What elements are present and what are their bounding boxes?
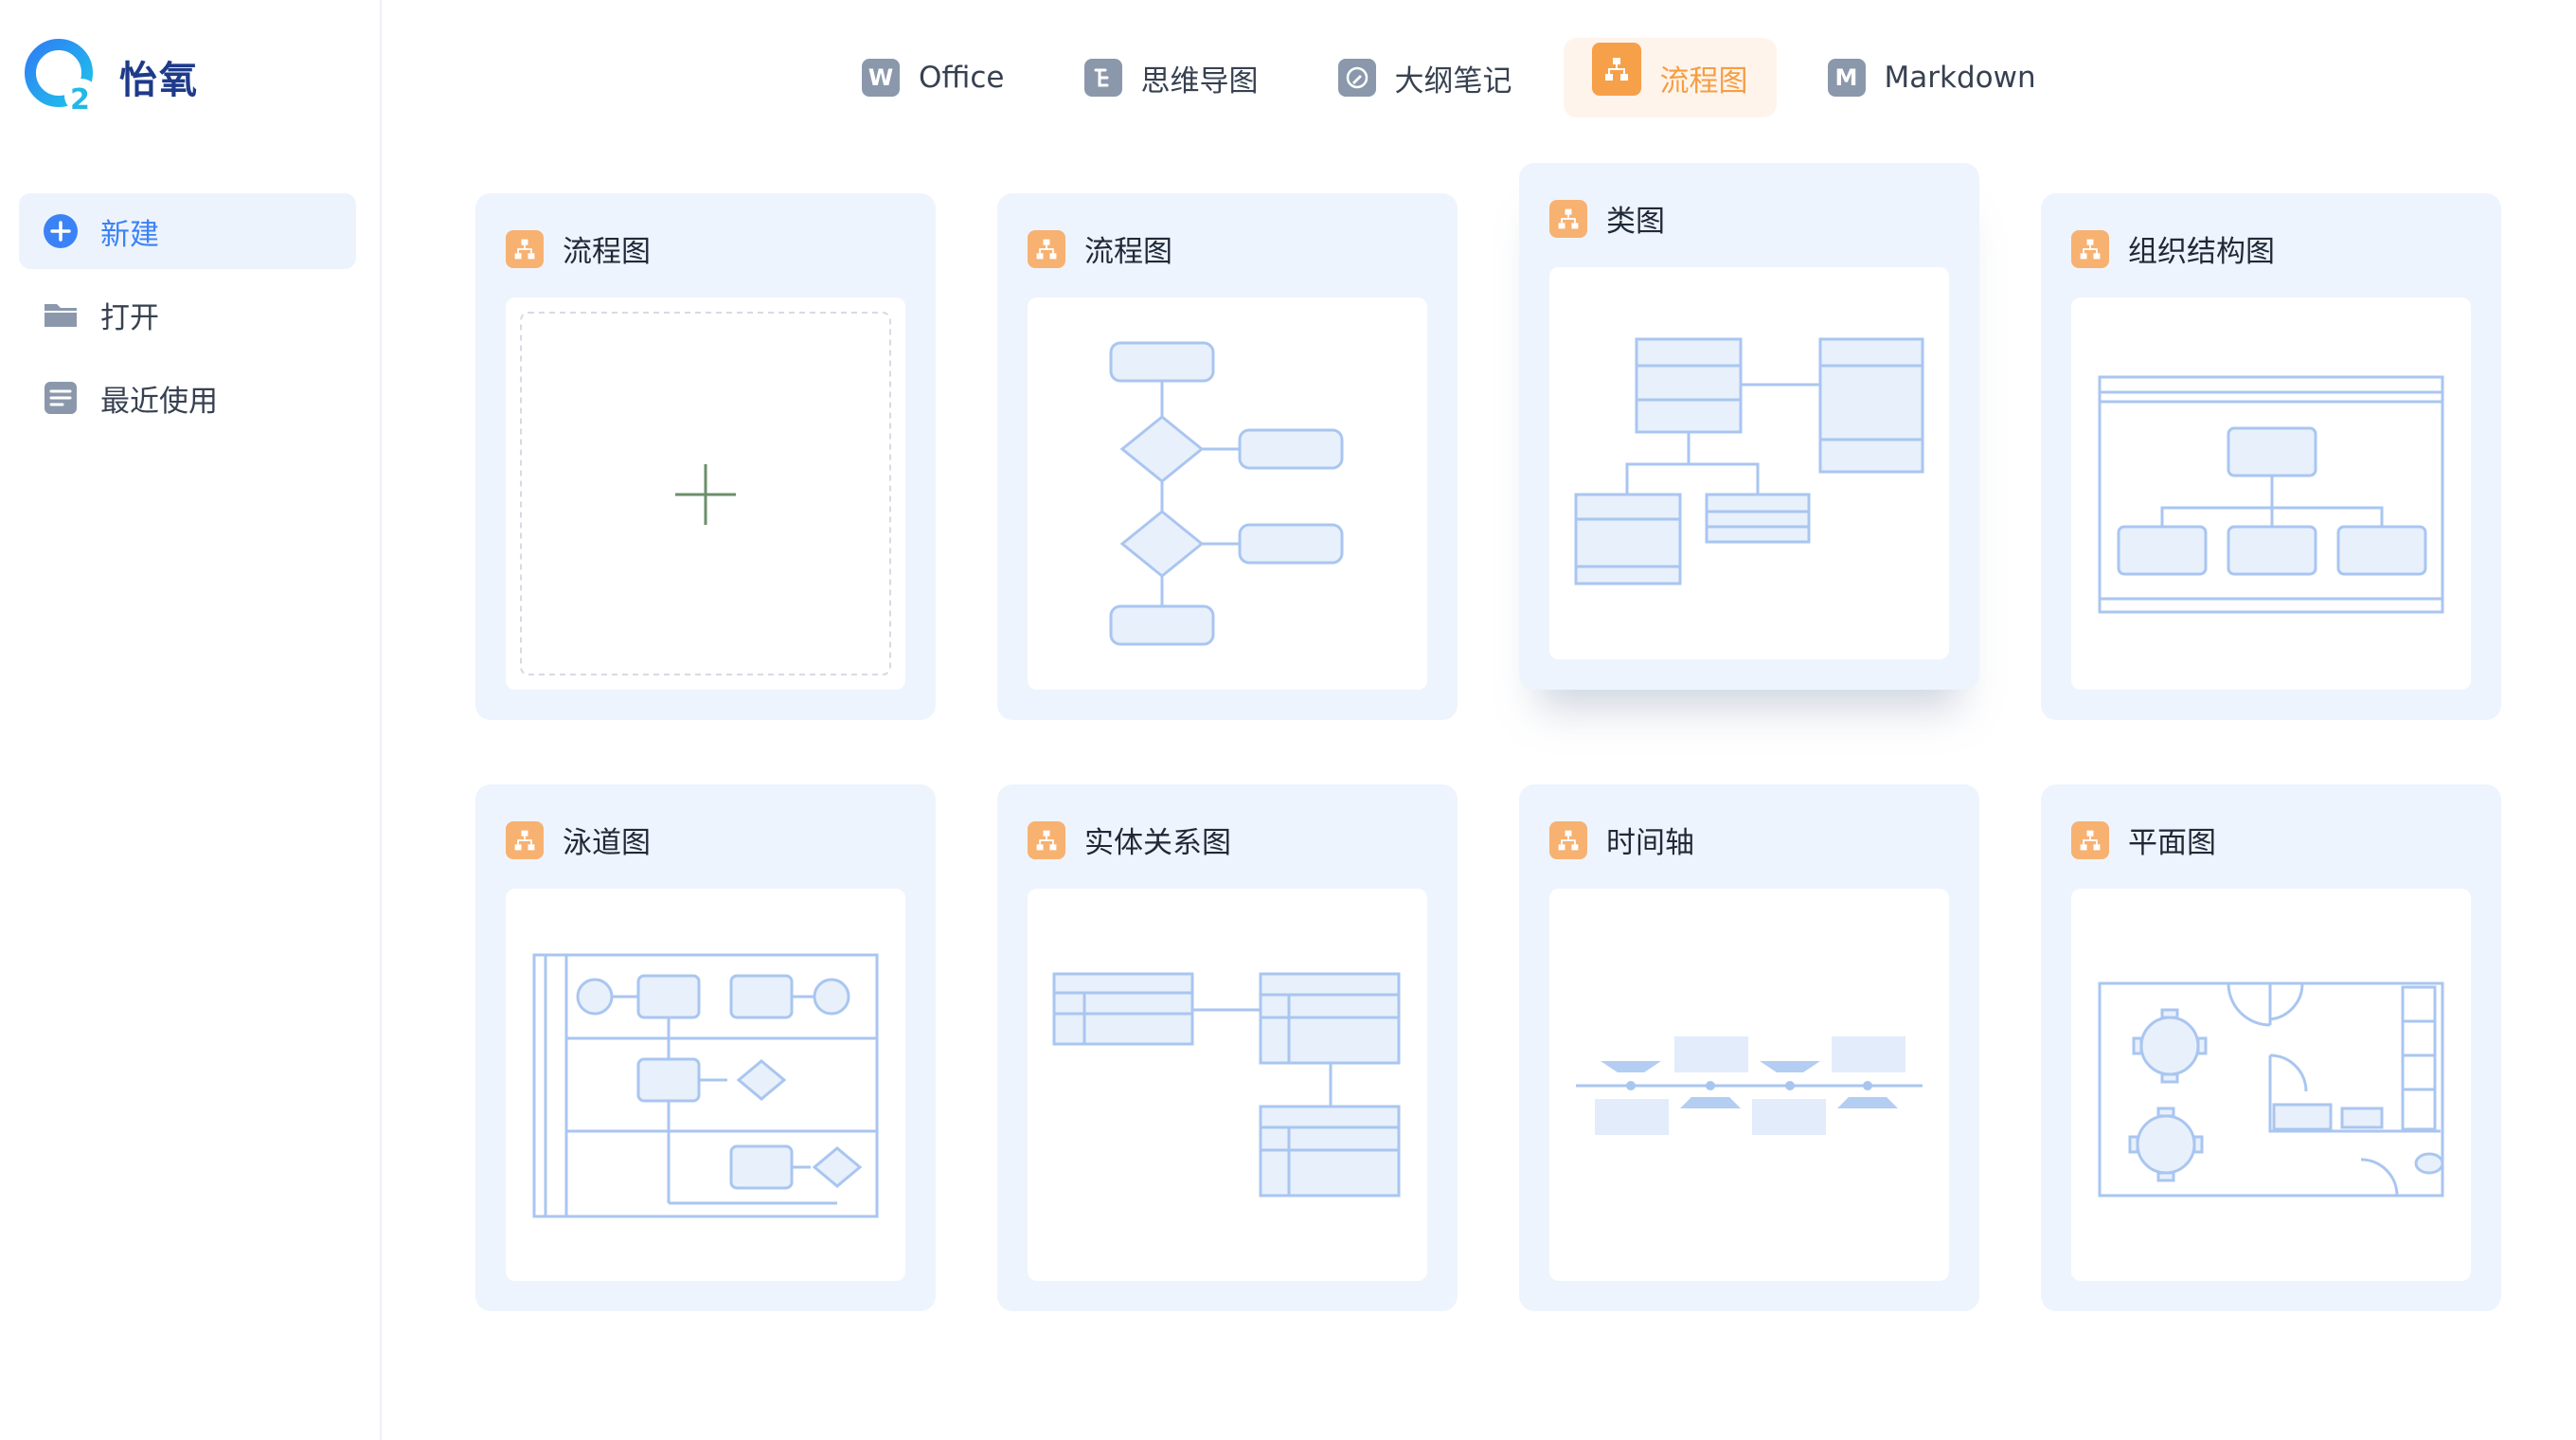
plus-circle-icon — [42, 212, 80, 250]
flowchart-icon — [1549, 199, 1587, 238]
mindmap-icon — [1083, 59, 1122, 97]
flowchart-icon — [2071, 820, 2109, 859]
card-preview — [1549, 889, 1949, 1281]
card-title: 流程图 — [563, 235, 651, 269]
tab-mindmap[interactable]: 思维导图 — [1056, 38, 1287, 117]
sidebar-item-recent[interactable]: 最近使用 — [19, 360, 356, 436]
recent-list-icon — [42, 379, 80, 417]
card-header: 类图 — [1549, 197, 1665, 240]
o2-logo-icon: 2 — [23, 35, 106, 118]
tab-label: Markdown — [1884, 61, 2036, 95]
template-card-timeline[interactable]: 时间轴 — [1519, 784, 1979, 1311]
card-preview — [1028, 297, 1427, 690]
flowchart-icon — [2071, 229, 2109, 268]
card-header: 实体关系图 — [1028, 819, 1231, 861]
template-card-class-diagram[interactable]: 类图 — [1519, 163, 1979, 690]
card-header: 泳道图 — [506, 819, 651, 861]
card-header: 流程图 — [506, 227, 651, 270]
template-card-blank-flowchart[interactable]: 流程图 — [475, 193, 936, 720]
tab-label: 流程图 — [1659, 63, 1748, 99]
flowchart-icon — [1028, 820, 1065, 859]
card-header: 流程图 — [1028, 227, 1172, 270]
card-preview — [2071, 889, 2471, 1281]
template-card-org-chart[interactable]: 组织结构图 — [2041, 193, 2501, 720]
tab-label: 思维导图 — [1140, 63, 1259, 99]
sidebar-item-label: 打开 — [100, 300, 159, 335]
template-card-floor-plan[interactable]: 平面图 — [2041, 784, 2501, 1311]
flowchart-icon — [1591, 43, 1641, 96]
tab-office[interactable]: W Office — [833, 38, 1033, 117]
office-w-icon: W — [862, 59, 900, 97]
card-title: 时间轴 — [1606, 826, 1694, 860]
markdown-m-icon: M — [1827, 59, 1866, 97]
category-tabs: W Office 思维导图 大纲笔记 流程图 M Markdown — [833, 38, 2087, 117]
logo: 2 怡氧 — [23, 34, 199, 119]
card-title: 实体关系图 — [1084, 826, 1231, 860]
flowchart-icon — [1028, 229, 1065, 268]
card-preview — [1028, 889, 1427, 1281]
svg-text:2: 2 — [70, 83, 90, 117]
card-title: 类图 — [1606, 205, 1665, 239]
tab-label: 大纲笔记 — [1394, 63, 1512, 99]
card-preview — [506, 297, 905, 690]
template-card-flowchart[interactable]: 流程图 — [997, 193, 1458, 720]
tab-outline[interactable]: 大纲笔记 — [1310, 38, 1541, 117]
template-card-er-diagram[interactable]: 实体关系图 — [997, 784, 1458, 1311]
sidebar-item-open[interactable]: 打开 — [19, 277, 356, 352]
tab-label: Office — [919, 61, 1005, 95]
card-preview — [506, 889, 905, 1281]
sidebar-item-new[interactable]: 新建 — [19, 193, 356, 269]
flowchart-icon — [506, 820, 544, 859]
sidebar: 2 怡氧 新建 打开 最近使用 — [0, 0, 382, 1440]
card-header: 平面图 — [2071, 819, 2216, 861]
card-title: 组织结构图 — [2128, 235, 2275, 269]
flowchart-icon — [506, 229, 544, 268]
card-header: 时间轴 — [1549, 819, 1694, 861]
card-title: 平面图 — [2128, 826, 2216, 860]
card-title: 泳道图 — [563, 826, 651, 860]
sidebar-nav: 新建 打开 最近使用 — [19, 193, 356, 443]
card-header: 组织结构图 — [2071, 227, 2275, 270]
sidebar-item-label: 最近使用 — [100, 384, 218, 419]
folder-icon — [42, 296, 80, 333]
flowchart-icon — [1549, 820, 1587, 859]
plus-icon — [675, 464, 736, 525]
card-preview — [2071, 297, 2471, 690]
card-preview — [1549, 267, 1949, 659]
sidebar-item-label: 新建 — [100, 217, 159, 252]
tab-markdown[interactable]: M Markdown — [1799, 38, 2065, 117]
card-title: 流程图 — [1084, 235, 1172, 269]
outline-pen-icon — [1337, 59, 1376, 97]
template-card-swimlane[interactable]: 泳道图 — [475, 784, 936, 1311]
tab-flowchart[interactable]: 流程图 — [1563, 38, 1777, 117]
app-name: 怡氧 — [119, 59, 199, 102]
